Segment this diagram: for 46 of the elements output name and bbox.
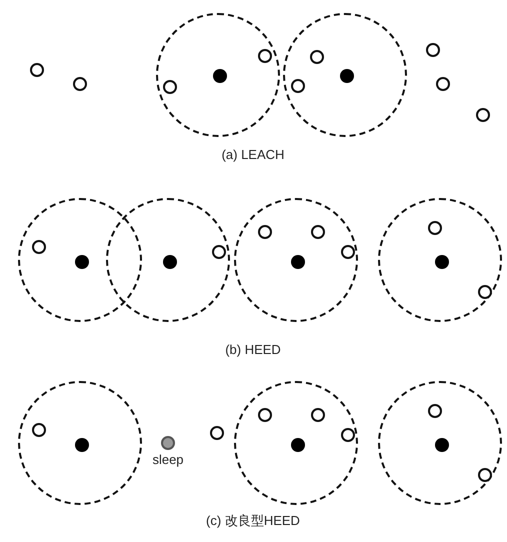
sensor-node-circle (212, 245, 226, 259)
sensor-node-circle (163, 80, 177, 94)
sensor-node-circle (478, 468, 492, 482)
cluster-head-dot (75, 255, 89, 269)
sensor-node-circle (32, 423, 46, 437)
dashed-cluster-circle (106, 198, 230, 322)
sensor-node-circle (428, 404, 442, 418)
cluster-head-dot (75, 438, 89, 452)
dashed-cluster-circle (18, 198, 142, 322)
dashed-cluster-circle (378, 381, 502, 505)
sensor-node-circle (291, 79, 305, 93)
panel-caption: (c) 改良型HEED (206, 512, 300, 530)
cluster-head-dot (163, 255, 177, 269)
sensor-node-circle (258, 408, 272, 422)
node-caption: sleep (152, 452, 184, 467)
cluster-head-dot (435, 255, 449, 269)
sensor-node-circle (210, 426, 224, 440)
dashed-cluster-circle (18, 381, 142, 505)
panel-caption: (b) HEED (225, 342, 281, 357)
dashed-cluster-circle (234, 381, 358, 505)
cluster-head-dot (340, 69, 354, 83)
sensor-node-circle (478, 285, 492, 299)
sleeping-node-circle (161, 436, 175, 450)
sensor-node-circle (426, 43, 440, 57)
sensor-node-circle (73, 77, 87, 91)
sensor-node-circle (310, 50, 324, 64)
dashed-cluster-circle (378, 198, 502, 322)
sensor-node-circle (258, 49, 272, 63)
dashed-cluster-circle (283, 13, 407, 137)
sensor-node-circle (258, 225, 272, 239)
sensor-node-circle (436, 77, 450, 91)
sensor-node-circle (311, 225, 325, 239)
cluster-head-dot (291, 438, 305, 452)
sensor-node-circle (30, 63, 44, 77)
sensor-node-circle (476, 108, 490, 122)
cluster-head-dot (213, 69, 227, 83)
panel-caption: (a) LEACH (222, 147, 284, 162)
sensor-node-circle (311, 408, 325, 422)
sensor-node-circle (341, 428, 355, 442)
dashed-cluster-circle (234, 198, 358, 322)
sensor-node-circle (341, 245, 355, 259)
cluster-head-dot (435, 438, 449, 452)
sensor-node-circle (32, 240, 46, 254)
sensor-node-circle (428, 221, 442, 235)
cluster-head-dot (291, 255, 305, 269)
dashed-cluster-circle (156, 13, 280, 137)
